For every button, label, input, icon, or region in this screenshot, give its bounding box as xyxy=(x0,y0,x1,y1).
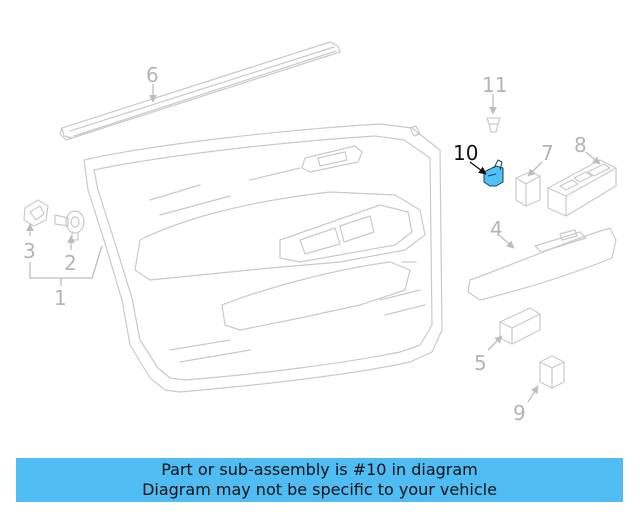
callout-10: 10 xyxy=(453,141,478,165)
banner-line-part-number: Part or sub-assembly is #10 in diagram xyxy=(161,460,478,479)
trim-clip-part xyxy=(54,210,85,241)
info-banner: Part or sub-assembly is #10 in diagram D… xyxy=(16,458,623,502)
callout-7: 7 xyxy=(541,141,554,165)
callout-4: 4 xyxy=(490,217,503,241)
connector-part xyxy=(539,355,565,389)
master-switch-part xyxy=(547,159,617,217)
switch-bracket-part-highlighted xyxy=(483,159,504,187)
switch-bezel-part xyxy=(467,227,617,301)
small-switch-part xyxy=(515,171,541,207)
callout-11: 11 xyxy=(482,73,507,97)
callout-6: 6 xyxy=(146,63,159,87)
callout-3: 3 xyxy=(23,239,36,263)
callout-1: 1 xyxy=(54,286,67,310)
passenger-switch-part xyxy=(499,307,541,345)
retainer-part xyxy=(23,199,49,227)
callout-2: 2 xyxy=(64,251,77,275)
door-trim-panel-part xyxy=(83,123,443,393)
weatherstrip-part xyxy=(59,41,341,141)
fastener-part xyxy=(486,117,501,133)
callout-9: 9 xyxy=(513,401,526,425)
callout-5: 5 xyxy=(474,351,487,375)
parts-diagram: 6 3 2 1 11 10 7 8 4 5 9 xyxy=(23,41,617,425)
callout-8: 8 xyxy=(574,133,587,157)
banner-line-disclaimer: Diagram may not be specific to your vehi… xyxy=(142,480,497,499)
